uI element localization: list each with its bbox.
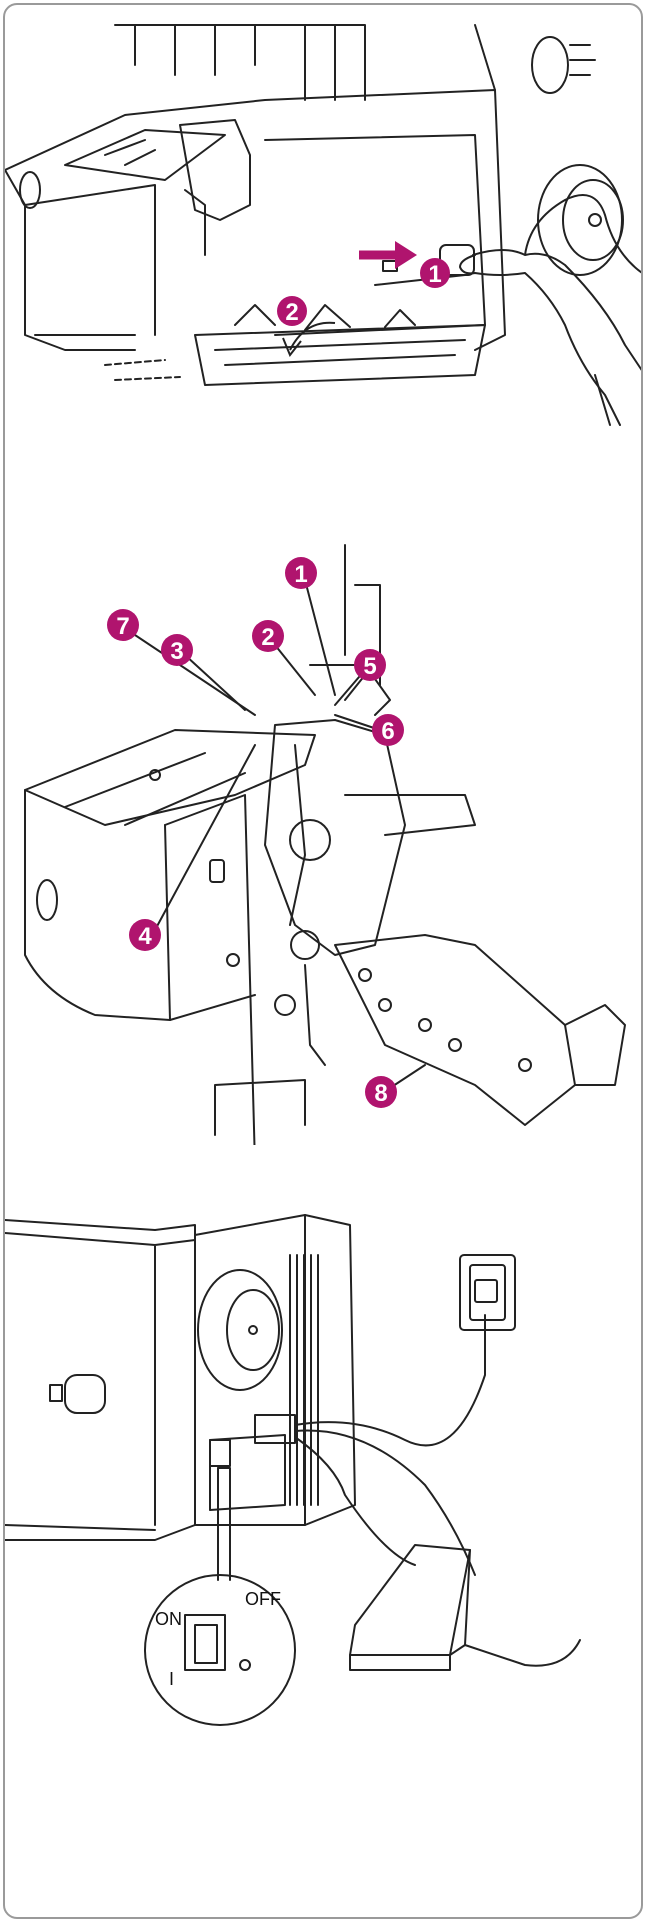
- part-badge-5: 5: [354, 649, 386, 681]
- part-badge-2-text: 2: [261, 624, 274, 651]
- switch-on-symbol: I: [169, 1669, 174, 1689]
- manual-page-frame: 1 2: [3, 3, 643, 1919]
- step-badge-1: 1: [420, 258, 450, 288]
- threading-parts-illustration: 1 2 3 4 5 6 7 8: [24, 544, 626, 1145]
- foot-pedal-icon: [349, 1544, 581, 1671]
- part-badge-6-text: 6: [381, 718, 394, 745]
- part-badge-6: 6: [372, 714, 404, 746]
- open-cover-illustration: 1 2: [5, 24, 641, 426]
- part-badge-4-text: 4: [138, 923, 152, 950]
- switch-zoom-circle: [144, 1574, 296, 1726]
- part-badge-2: 2: [252, 620, 284, 652]
- part-badge-4: 4: [129, 919, 161, 951]
- part-badge-1: 1: [285, 557, 317, 589]
- step-badge-2: 2: [277, 296, 307, 326]
- hand-icon: [459, 194, 641, 426]
- power-connection-illustration: ON OFF I: [5, 1214, 581, 1726]
- part-badge-3-text: 3: [170, 638, 183, 665]
- power-cord-icon: [294, 1314, 486, 1447]
- switch-off-label: OFF: [245, 1589, 281, 1609]
- power-switch-icon: [209, 1439, 231, 1467]
- figure-power-connection: ON OFF I: [5, 1185, 641, 1917]
- step-badge-2-text: 2: [285, 299, 298, 326]
- switch-on-label: ON: [155, 1609, 182, 1629]
- part-badge-5-text: 5: [363, 653, 376, 680]
- part-badge-8: 8: [365, 1076, 397, 1108]
- step-badge-1-text: 1: [428, 261, 441, 288]
- curved-arrow-icon: [282, 321, 336, 357]
- part-badge-3: 3: [161, 634, 193, 666]
- part-badge-1-text: 1: [294, 561, 307, 588]
- figure-parts-diagram: 1 2 3 4 5 6 7 8: [5, 525, 641, 1145]
- wall-socket-icon: [459, 1254, 516, 1331]
- part-badge-7: 7: [107, 609, 139, 641]
- arrow-right-icon: [359, 241, 417, 269]
- part-badge-8-text: 8: [374, 1080, 387, 1107]
- part-badge-7-text: 7: [116, 613, 129, 640]
- figure-open-looper-cover: 1 2: [5, 5, 641, 485]
